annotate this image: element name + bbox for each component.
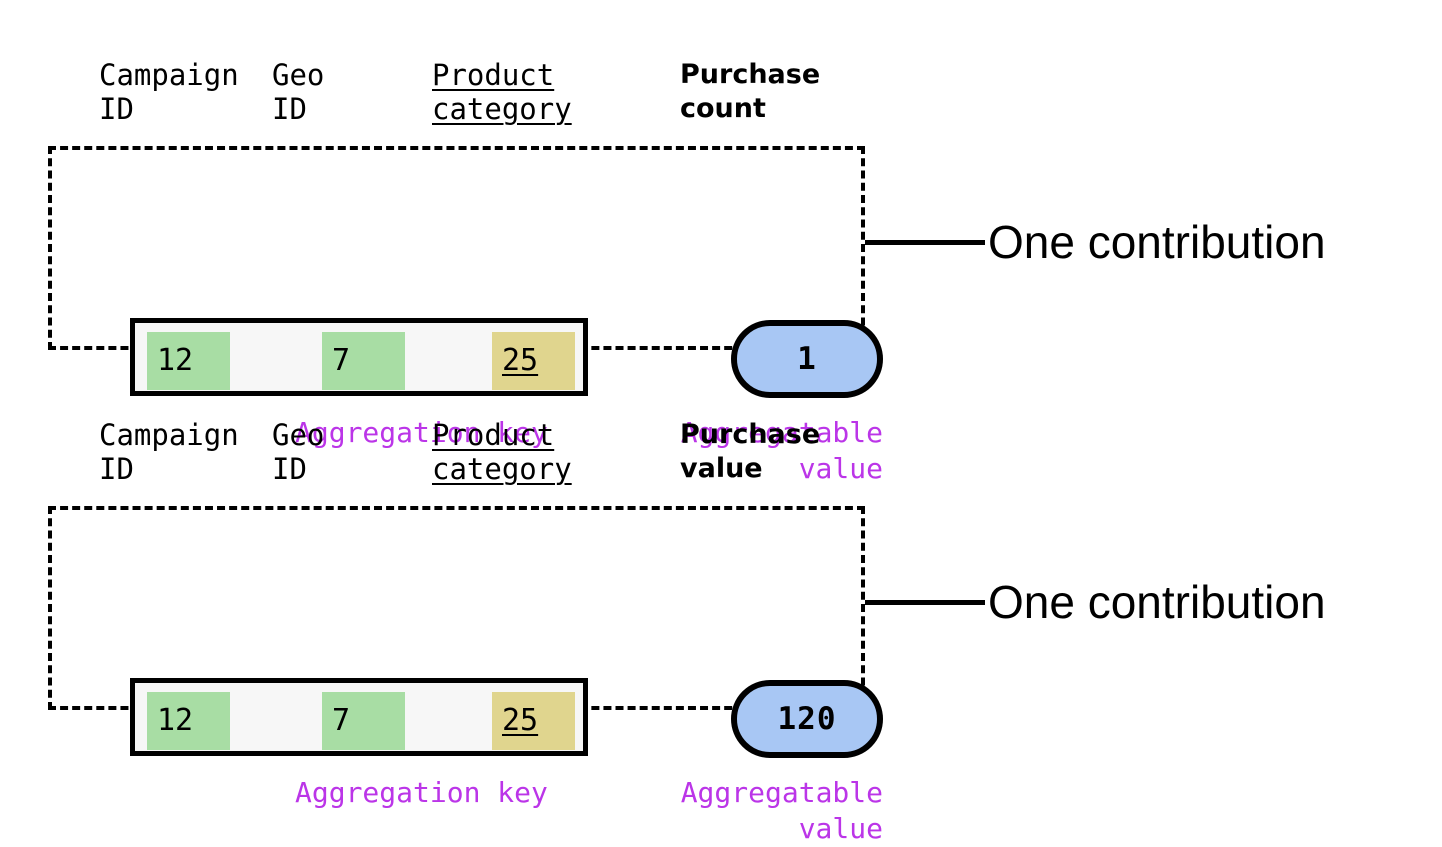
callout-line bbox=[865, 600, 985, 605]
key-cell-geo-id: 7 bbox=[322, 692, 405, 750]
callout-label: One contribution bbox=[988, 576, 1326, 628]
callout-line bbox=[865, 240, 985, 245]
aggregatable-value-pill: 120 bbox=[731, 680, 883, 758]
diagram-canvas: Campaign ID Geo ID Product category Purc… bbox=[0, 58, 1442, 845]
column-headers: Campaign ID Geo ID Product category Purc… bbox=[0, 58, 1442, 142]
aggregation-key-row: 12 7 25 bbox=[130, 678, 588, 756]
header-purchase-value: Purchase value bbox=[680, 419, 821, 484]
header-geo-id: Geo ID bbox=[272, 418, 325, 486]
column-headers: Campaign ID Geo ID Product category Purc… bbox=[0, 418, 1442, 502]
header-campaign-id: Campaign ID bbox=[99, 418, 239, 486]
header-purchase-count: Purchase count bbox=[680, 59, 821, 124]
key-cell-product-category: 25 bbox=[492, 332, 575, 390]
header-product-category: Product category bbox=[432, 418, 572, 486]
header-campaign-id: Campaign ID bbox=[99, 58, 239, 126]
key-cell-campaign-id: 12 bbox=[147, 332, 230, 390]
header-product-category: Product category bbox=[432, 58, 572, 126]
annotation-aggregatable-value: Aggregatable value bbox=[680, 416, 883, 485]
callout-label: One contribution bbox=[988, 216, 1326, 268]
key-cell-product-category: 25 bbox=[492, 692, 575, 750]
aggregation-key-row: 12 7 25 bbox=[130, 318, 588, 396]
aggregatable-value-pill: 1 bbox=[731, 320, 883, 398]
annotation-aggregation-key: Aggregation key bbox=[295, 416, 548, 449]
contribution-boundary: 12 7 25 120 Aggregation key Aggregatable… bbox=[48, 506, 883, 845]
annotation-aggregation-key: Aggregation key bbox=[295, 776, 548, 809]
header-geo-id: Geo ID bbox=[272, 58, 325, 126]
key-cell-campaign-id: 12 bbox=[147, 692, 230, 750]
annotation-aggregatable-value: Aggregatable value bbox=[680, 776, 883, 845]
contribution-boundary: 12 7 25 1 Aggregation key Aggregatable v… bbox=[48, 146, 883, 485]
key-cell-geo-id: 7 bbox=[322, 332, 405, 390]
